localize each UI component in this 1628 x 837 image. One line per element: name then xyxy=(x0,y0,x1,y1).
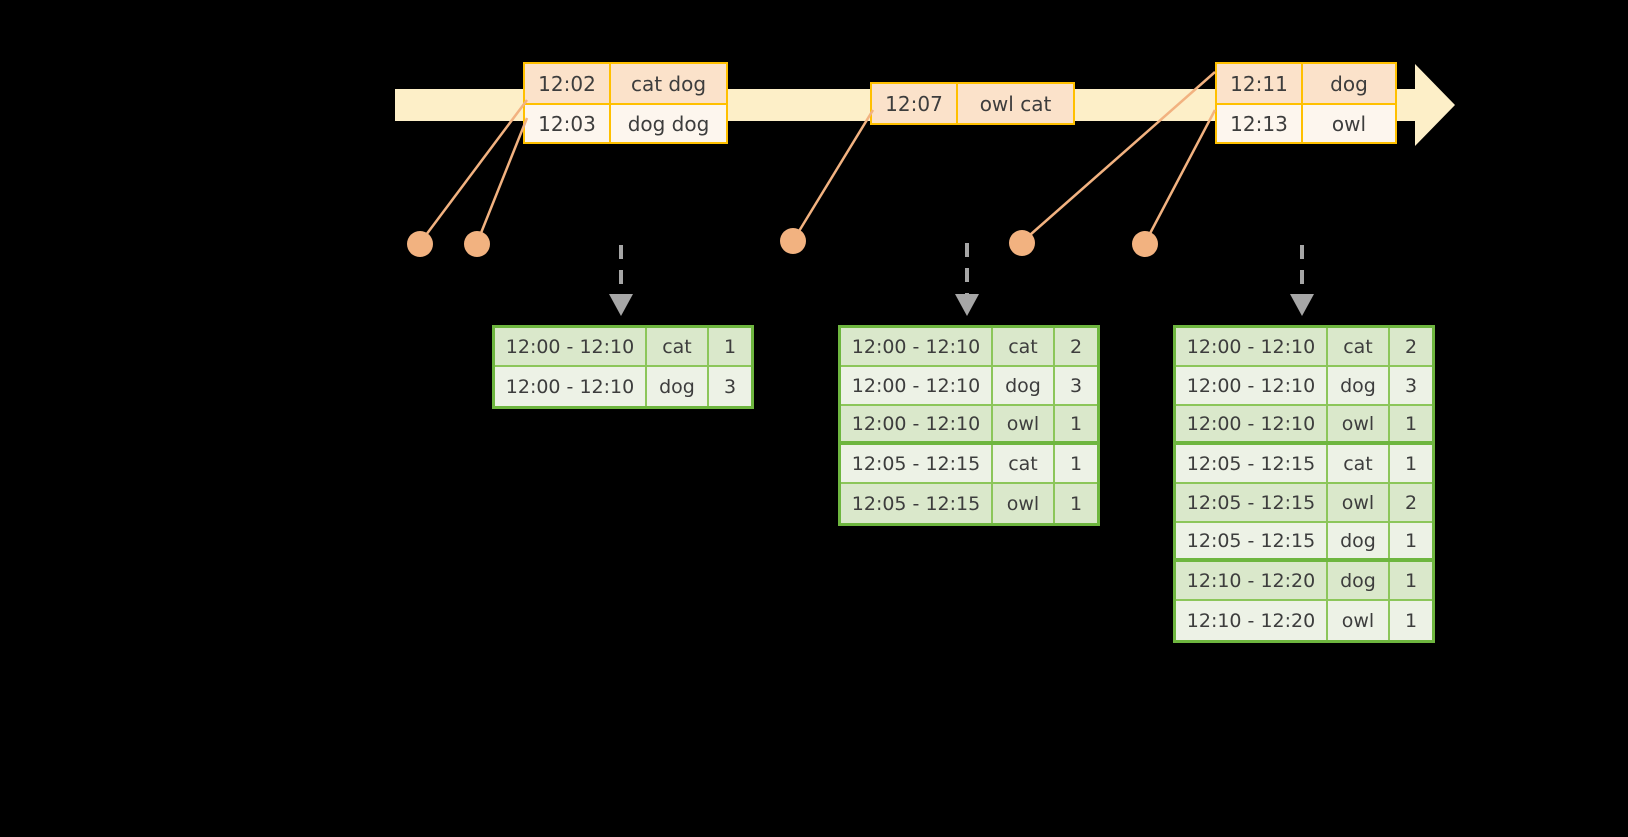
result-window: 12:05 - 12:15 xyxy=(1176,445,1328,482)
result-count: 3 xyxy=(723,375,737,398)
connector-line xyxy=(1143,109,1217,244)
result-window: 12:00 - 12:10 xyxy=(495,367,647,406)
event-value: cat dog xyxy=(630,71,707,96)
result-count: 1 xyxy=(1404,569,1418,592)
connector-line xyxy=(791,109,875,242)
event-row: 12:11 dog xyxy=(1217,64,1395,103)
result-window: 12:10 - 12:20 xyxy=(1176,562,1328,599)
emit-arrow-head-icon xyxy=(955,294,979,316)
result-window: 12:05 - 12:15 xyxy=(841,445,993,482)
result-window: 12:10 - 12:20 xyxy=(1176,601,1328,640)
result-count: 2 xyxy=(1404,335,1418,358)
result-key: owl xyxy=(1328,601,1390,640)
event-value: dog dog xyxy=(627,111,710,136)
result-count: 1 xyxy=(1404,412,1418,435)
event-row: 12:02 cat dog xyxy=(525,64,726,103)
result-key: cat xyxy=(993,445,1055,482)
result-key: dog xyxy=(1328,523,1390,558)
result-count: 1 xyxy=(1069,452,1083,475)
event-box-1[interactable]: 12:02 cat dog 12:03 dog dog xyxy=(523,62,728,144)
result-key: owl xyxy=(1328,484,1390,521)
result-window: 12:00 - 12:10 xyxy=(1176,328,1328,365)
result-window: 12:00 - 12:10 xyxy=(1176,367,1328,404)
event-marker-dot xyxy=(464,231,490,257)
event-time: 12:11 xyxy=(1217,64,1303,103)
emit-arrow-head-icon xyxy=(1290,294,1314,316)
result-key: owl xyxy=(1328,406,1390,441)
result-count: 1 xyxy=(1404,452,1418,475)
result-window: 12:00 - 12:10 xyxy=(495,328,647,365)
event-box-3[interactable]: 12:11 dog 12:13 owl xyxy=(1215,62,1397,144)
result-count: 1 xyxy=(1404,609,1418,632)
event-row: 12:13 owl xyxy=(1217,103,1395,142)
result-count: 1 xyxy=(1404,529,1418,552)
event-marker-dot xyxy=(780,228,806,254)
result-window: 12:00 - 12:10 xyxy=(841,328,993,365)
result-window: 12:05 - 12:15 xyxy=(1176,484,1328,521)
result-window: 12:05 - 12:15 xyxy=(1176,523,1328,558)
event-marker-dot xyxy=(1009,230,1035,256)
result-key: cat xyxy=(1328,445,1390,482)
result-key: cat xyxy=(1328,328,1390,365)
connector-line xyxy=(475,117,529,244)
event-value: owl cat xyxy=(979,91,1052,116)
result-key: dog xyxy=(1328,367,1390,404)
result-count: 1 xyxy=(723,335,737,358)
event-time: 12:13 xyxy=(1217,105,1303,142)
event-box-2[interactable]: 12:07 owl cat xyxy=(870,82,1075,125)
event-marker-dot xyxy=(1132,231,1158,257)
timeline-arrow-icon xyxy=(1415,64,1455,146)
result-count: 2 xyxy=(1404,491,1418,514)
result-key: dog xyxy=(1328,562,1390,599)
connector-line xyxy=(418,99,529,244)
result-window: 12:05 - 12:15 xyxy=(841,484,993,523)
result-key: cat xyxy=(993,328,1055,365)
result-key: owl xyxy=(993,484,1055,523)
event-time: 12:03 xyxy=(525,105,611,142)
event-time: 12:07 xyxy=(872,84,958,123)
event-time: 12:02 xyxy=(525,64,611,103)
event-row: 12:03 dog dog xyxy=(525,103,726,142)
result-count: 1 xyxy=(1069,492,1083,515)
result-window: 12:00 - 12:10 xyxy=(1176,406,1328,441)
result-key: dog xyxy=(647,367,709,406)
result-count: 2 xyxy=(1069,335,1083,358)
result-count: 1 xyxy=(1069,412,1083,435)
result-key: cat xyxy=(647,328,709,365)
event-value: owl xyxy=(1331,111,1367,136)
result-count: 3 xyxy=(1404,374,1418,397)
result-window: 12:00 - 12:10 xyxy=(841,367,993,404)
result-key: owl xyxy=(993,406,1055,441)
event-value: dog xyxy=(1330,71,1368,96)
event-marker-dot xyxy=(407,231,433,257)
event-row: 12:07 owl cat xyxy=(872,84,1073,123)
result-key: dog xyxy=(993,367,1055,404)
result-window: 12:00 - 12:10 xyxy=(841,406,993,441)
result-count: 3 xyxy=(1069,374,1083,397)
emit-arrow-head-icon xyxy=(609,294,633,316)
